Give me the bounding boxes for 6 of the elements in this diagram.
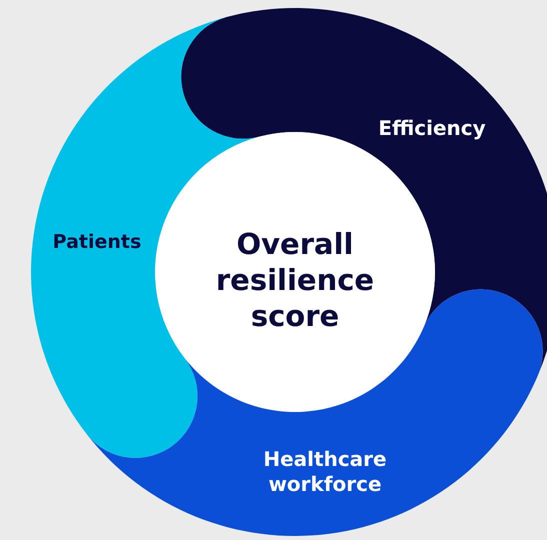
ring-segment [181, 8, 547, 376]
segment-label: Healthcare workforce [262, 447, 388, 497]
ring-segment [86, 289, 543, 536]
segment-label: Efficiency [378, 116, 486, 140]
center-label: Overall resilience score [214, 226, 376, 334]
segment-label: Patients [52, 231, 142, 255]
